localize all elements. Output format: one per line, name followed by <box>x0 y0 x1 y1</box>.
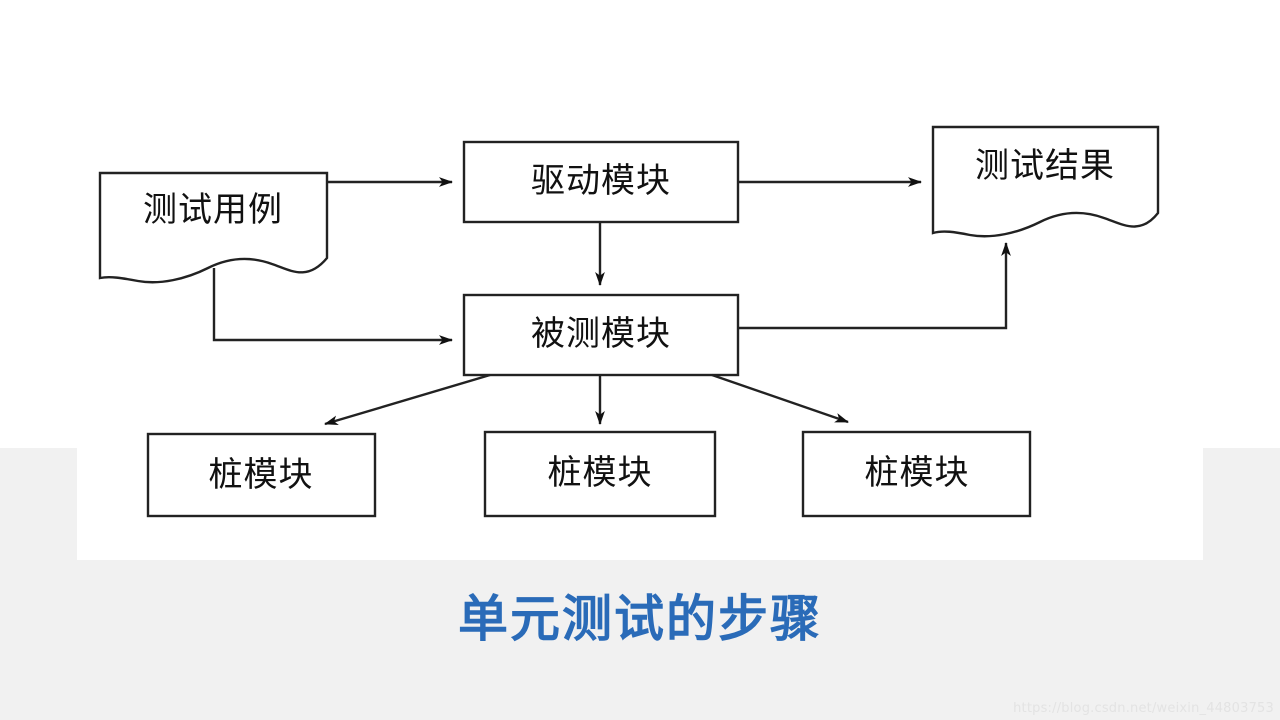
stub-module-left-label: 桩模块 <box>209 455 314 495</box>
driver-module-label: 驱动模块 <box>531 161 671 201</box>
stub-module-left-shape <box>146 432 377 518</box>
test-result-label: 测试结果 <box>975 146 1115 186</box>
edge-module-under-test-to-test-result <box>738 242 1011 330</box>
test-result-shape <box>931 125 1160 238</box>
test-case-shape <box>98 171 329 284</box>
test-case-label: 测试用例 <box>143 190 283 230</box>
stub-module-center-shape <box>483 430 717 518</box>
module-under-test-label: 被测模块 <box>531 314 671 354</box>
unit-test-flow-diagram: 测试用例 驱动模块 测试结果 被测模块 桩模块 桩模块 桩模块 <box>98 125 1160 518</box>
stub-module-center-label: 桩模块 <box>548 453 653 493</box>
watermark: https://blog.csdn.net/weixin_44803753 <box>1013 701 1274 716</box>
stub-module-right-shape <box>801 430 1032 518</box>
edge-module-under-test-to-stub-left <box>324 373 491 426</box>
page-title: 单元测试的步骤 <box>458 590 822 648</box>
edge-test-case-to-module-under-test <box>212 268 453 345</box>
diagram-image-panel <box>77 0 1203 560</box>
stub-module-right-label: 桩模块 <box>865 453 970 493</box>
edge-module-under-test-to-stub-right <box>711 373 849 424</box>
